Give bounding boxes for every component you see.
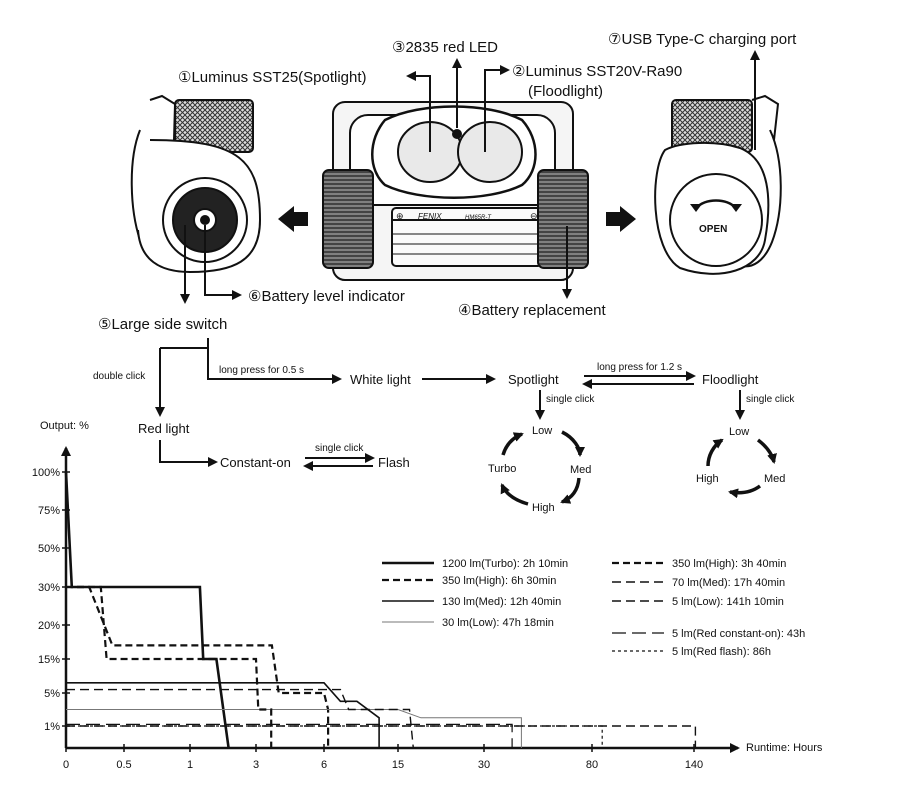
y-tick-label: 50% <box>38 543 60 555</box>
spot-mode-turbo: Turbo <box>488 463 516 475</box>
legend-label: 5 lm(Low): 141h 10min <box>672 596 784 608</box>
flow-single-click-red: single click <box>315 443 364 454</box>
legend-label: 1200 lm(Turbo): 2h 10min <box>442 558 568 570</box>
chart-ylabel: Output: % <box>40 420 89 432</box>
y-tick-label: 100% <box>32 467 60 479</box>
left-direction-arrow <box>278 206 308 232</box>
series-line <box>64 471 230 749</box>
flow-arrows <box>155 338 745 471</box>
chart-xlabel: Runtime: Hours <box>746 742 823 754</box>
left-side-view <box>130 94 262 274</box>
flow-single-click-spot: single click <box>546 394 595 405</box>
flood-mode-high: High <box>696 473 719 485</box>
flow-long-press-05: long press for 0.5 s <box>219 365 304 376</box>
legend-label: 30 lm(Low): 47h 18min <box>442 617 554 629</box>
series-line <box>66 725 697 748</box>
x-tick-label: 80 <box>586 759 598 771</box>
y-tick-label: 15% <box>38 654 60 666</box>
flow-long-press-12: long press for 1.2 s <box>597 362 682 373</box>
y-tick-labels: 100% 75% 50% 30% 20% 15% 5% 1% <box>32 467 70 733</box>
callout-2835-red-led: ③2835 red LED <box>392 39 498 56</box>
legend-label: 350 lm(High): 3h 40min <box>672 558 786 570</box>
spot-mode-med: Med <box>570 464 591 476</box>
flow-floodlight: Floodlight <box>702 372 759 387</box>
y-tick-label: 30% <box>38 582 60 594</box>
series-line <box>66 681 380 748</box>
series-line <box>66 688 414 749</box>
front-view <box>322 101 589 281</box>
flood-mode-low: Low <box>729 426 749 438</box>
flow-double-click: double click <box>93 371 146 382</box>
flow-red-light: Red light <box>138 421 190 436</box>
callout-usb-port: ⑦USB Type-C charging port <box>608 31 797 48</box>
legend-label: 5 lm(Red constant-on): 43h <box>672 628 805 640</box>
x-tick-label: 15 <box>392 759 404 771</box>
chart-series <box>64 471 697 749</box>
plus-symbol: ⊕ <box>396 211 404 221</box>
flow-white-light: White light <box>350 372 411 387</box>
series-line <box>66 709 522 748</box>
x-tick-label: 140 <box>685 759 703 771</box>
spot-mode-low: Low <box>532 425 552 437</box>
legend-label: 350 lm(High): 6h 30min <box>442 575 556 587</box>
runtime-chart: Output: % Runtime: Hours 100% 75% 50% 30% 20… <box>32 420 823 771</box>
series-line <box>66 585 273 748</box>
x-tick-label: 30 <box>478 759 490 771</box>
cover-open-label: OPEN <box>699 224 727 235</box>
right-side-view <box>654 94 782 275</box>
y-tick-label: 5% <box>44 688 60 700</box>
series-line <box>66 725 603 748</box>
callout-battery-indicator: ⑥Battery level indicator <box>248 288 405 305</box>
flow-single-click-flood: single click <box>746 394 795 405</box>
spot-mode-high: High <box>532 502 555 514</box>
floodlight-cycle-arrows <box>706 438 777 499</box>
callout-floodlight-led: ②Luminus SST20V-Ra90 <box>512 63 682 80</box>
flow-constant-on: Constant-on <box>220 455 291 470</box>
flow-spotlight: Spotlight <box>508 372 559 387</box>
x-tick-label: 0.5 <box>116 759 131 771</box>
y-tick-label: 1% <box>44 721 60 733</box>
x-tick-label: 1 <box>187 759 193 771</box>
legend-label: 70 lm(Med): 17h 40min <box>672 577 785 589</box>
series-line <box>66 585 330 748</box>
right-direction-arrow <box>606 206 636 232</box>
legend-label: 130 lm(Med): 12h 40min <box>442 596 561 608</box>
x-tick-label: 3 <box>253 759 259 771</box>
chart-legend: 1200 lm(Turbo): 2h 10min 350 lm(High): 6h… <box>382 558 805 658</box>
x-tick-label: 0 <box>63 759 69 771</box>
x-tick-labels: 0 0.5 1 3 6 15 30 80 140 <box>63 744 703 771</box>
callout-floodlight-note: (Floodlight) <box>528 83 603 100</box>
callout-side-switch: ⑤Large side switch <box>98 316 227 333</box>
model-text: HM65R-T <box>465 215 492 221</box>
x-tick-label: 6 <box>321 759 327 771</box>
y-tick-label: 20% <box>38 620 60 632</box>
flow-flash: Flash <box>378 455 410 470</box>
brand-text: FENIX <box>418 212 442 221</box>
series-line <box>66 723 513 748</box>
spotlight-cycle-arrows <box>500 430 585 506</box>
callout-battery-replacement: ④Battery replacement <box>458 302 607 319</box>
minus-symbol: ⊖ <box>530 211 538 221</box>
callout-spotlight-led: ①Luminus SST25(Spotlight) <box>178 69 367 86</box>
flood-mode-med: Med <box>764 473 785 485</box>
callout-leaders <box>180 50 760 304</box>
legend-label: 5 lm(Red flash): 86h <box>672 646 771 658</box>
y-tick-label: 75% <box>38 505 60 517</box>
